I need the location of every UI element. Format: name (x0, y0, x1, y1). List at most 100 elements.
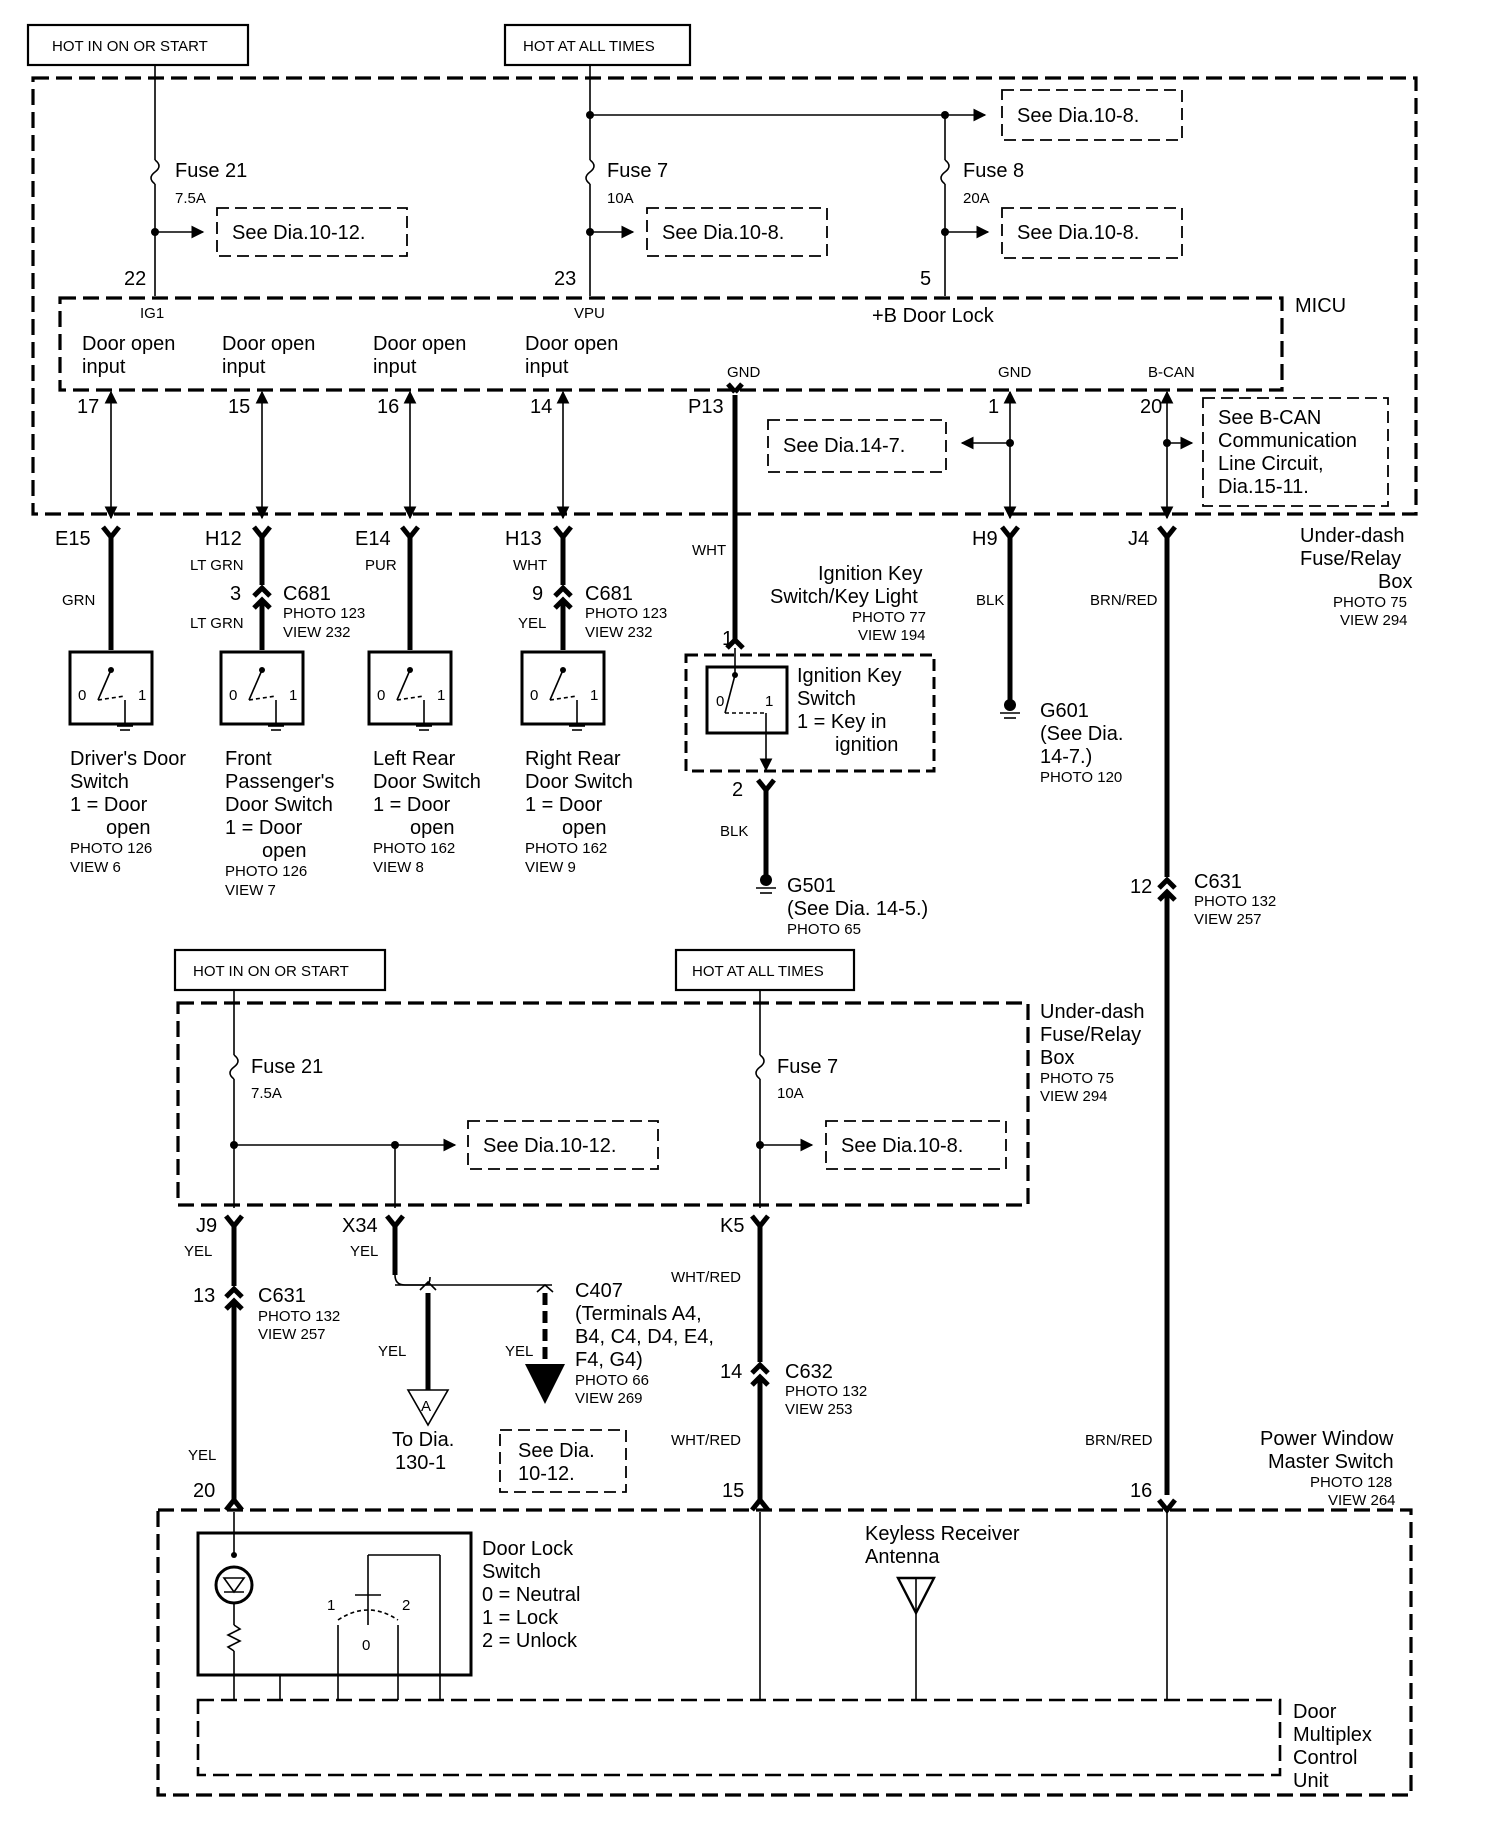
svg-text:12: 12 (1130, 876, 1152, 898)
lower-power-labels: HOT IN ON OR START HOT AT ALL TIMES (173, 948, 856, 992)
svg-text:E14: E14 (355, 528, 391, 550)
svg-text:Unit: Unit (1293, 1770, 1329, 1792)
svg-text:1: 1 (289, 687, 297, 704)
wire-wht-ign: WHT (692, 542, 726, 559)
svg-text:Switch: Switch (482, 1561, 541, 1583)
svg-text:2: 2 (732, 779, 743, 801)
svg-text:A: A (421, 1398, 431, 1415)
svg-text:Door Lock: Door Lock (482, 1538, 574, 1560)
svg-text:YEL: YEL (184, 1243, 212, 1260)
svg-text:VIEW 269: VIEW 269 (575, 1390, 643, 1407)
svg-text:F4, G4): F4, G4) (575, 1349, 643, 1371)
fuse8-pin: 5 (920, 268, 931, 290)
svg-text:Under-dash: Under-dash (1300, 525, 1405, 547)
svg-text:H13: H13 (505, 528, 542, 550)
hot-run-label: HOT IN ON OR START (52, 38, 208, 55)
svg-text:VIEW 8: VIEW 8 (373, 859, 424, 876)
svg-text:15: 15 (722, 1480, 744, 1502)
svg-text:LT GRN: LT GRN (190, 615, 244, 632)
svg-text:0: 0 (229, 687, 237, 704)
svg-text:VIEW 253: VIEW 253 (785, 1401, 853, 1418)
svg-text:PHOTO 123: PHOTO 123 (585, 605, 667, 622)
svg-text:LT GRN: LT GRN (190, 557, 244, 574)
svg-text:Fuse/Relay: Fuse/Relay (1300, 548, 1401, 570)
svg-text:17: 17 (77, 396, 99, 418)
g501-photo: PHOTO 65 (787, 921, 861, 938)
svg-text:14: 14 (530, 396, 552, 418)
svg-text:J9: J9 (196, 1215, 217, 1237)
svg-text:VIEW 6: VIEW 6 (70, 859, 121, 876)
fuse21-pin: 22 (124, 268, 146, 290)
lower-fuse-21: Fuse 21 7.5A See Dia.10-12. (229, 990, 659, 1208)
ignition-key-switch: Ignition Key Switch/Key Light PHOTO 77 V… (684, 563, 936, 938)
svg-text:GRN: GRN (62, 592, 95, 609)
svg-text:input: input (82, 356, 126, 378)
svg-text:13: 13 (193, 1285, 215, 1307)
svg-text:See Dia.14-7.: See Dia.14-7. (783, 435, 905, 457)
pwms-label: Power Window Master Switch PHOTO 128 VIE… (1260, 1428, 1396, 1509)
svg-text:Box: Box (1040, 1047, 1074, 1069)
ref-14-7: See Dia.14-7. (767, 419, 1014, 473)
svg-text:K5: K5 (720, 1215, 744, 1237)
svg-text:WHT/RED: WHT/RED (671, 1269, 741, 1286)
svg-text:J4: J4 (1128, 528, 1149, 550)
fuse-8-circuit: Fuse 8 20A See Dia.10-8. See Dia.10-8. 5… (872, 89, 1183, 327)
svg-text:Communication: Communication (1218, 430, 1357, 452)
svg-text:1: 1 (437, 687, 445, 704)
svg-text:(See Dia.: (See Dia. (1040, 723, 1123, 745)
svg-text:2 = Unlock: 2 = Unlock (482, 1630, 578, 1652)
g601-circuit: BLK G601 (See Dia. 14-7.) PHOTO 120 (976, 525, 1123, 786)
svg-text:open: open (562, 817, 607, 839)
svg-text:input: input (525, 356, 569, 378)
svg-text:1: 1 (138, 687, 146, 704)
svg-text:10-12.: 10-12. (518, 1463, 575, 1485)
svg-text:HOT AT ALL TIMES: HOT AT ALL TIMES (692, 963, 824, 980)
connector-labels: E15 H12 E14 H13 H9 J4 (55, 528, 1149, 550)
svg-text:BRN/RED: BRN/RED (1090, 592, 1158, 609)
svg-text:1 = Lock: 1 = Lock (482, 1607, 559, 1629)
svg-text:open: open (410, 817, 455, 839)
svg-text:C631: C631 (1194, 871, 1242, 893)
svg-text:Door open: Door open (525, 333, 618, 355)
fuse21-micu-label: IG1 (140, 305, 164, 322)
svg-text:Fuse 7: Fuse 7 (777, 1056, 838, 1078)
underdash-box-outline (31, 76, 1418, 516)
brn-red-wire: BRN/RED 12 C631 PHOTO 132 VIEW 257 BRN/R… (1085, 525, 1276, 1515)
svg-text:E15: E15 (55, 528, 91, 550)
door-input-labels: Door open input Door open input Door ope… (82, 333, 1195, 381)
fuse7-name: Fuse 7 (607, 160, 668, 182)
svg-text:Door open: Door open (373, 333, 466, 355)
svg-text:BLK: BLK (720, 823, 748, 840)
svg-text:Front: Front (225, 748, 272, 770)
svg-text:(Terminals A4,: (Terminals A4, (575, 1303, 702, 1325)
svg-text:H12: H12 (205, 528, 242, 550)
svg-text:0: 0 (716, 693, 724, 710)
svg-text:P13: P13 (688, 396, 724, 418)
svg-text:1 = Door: 1 = Door (70, 794, 148, 816)
fuse8-rating: 20A (963, 190, 990, 207)
svg-text:PHOTO 162: PHOTO 162 (373, 840, 455, 857)
svg-text:0: 0 (377, 687, 385, 704)
svg-text:1: 1 (765, 693, 773, 710)
svg-text:Master Switch: Master Switch (1268, 1451, 1394, 1473)
fuse7-micu-label: VPU (574, 305, 605, 322)
svg-text:Ignition Key: Ignition Key (818, 563, 923, 585)
micu-label: MICU (1295, 295, 1346, 317)
svg-text:B-CAN: B-CAN (1148, 364, 1195, 381)
svg-text:Driver's Door: Driver's Door (70, 748, 186, 770)
fuse21-name: Fuse 21 (175, 160, 247, 182)
svg-text:YEL: YEL (518, 615, 546, 632)
svg-text:See Dia.10-12.: See Dia.10-12. (483, 1135, 616, 1157)
svg-text:0: 0 (530, 687, 538, 704)
svg-text:YEL: YEL (350, 1243, 378, 1260)
svg-text:YEL: YEL (505, 1343, 533, 1360)
svg-text:130-1: 130-1 (395, 1452, 446, 1474)
svg-text:VIEW 294: VIEW 294 (1040, 1088, 1108, 1105)
svg-text:Line Circuit,: Line Circuit, (1218, 453, 1324, 475)
svg-text:YEL: YEL (378, 1343, 406, 1360)
svg-text:20: 20 (1140, 396, 1162, 418)
svg-text:See B-CAN: See B-CAN (1218, 407, 1321, 429)
svg-text:PHOTO 66: PHOTO 66 (575, 1372, 649, 1389)
